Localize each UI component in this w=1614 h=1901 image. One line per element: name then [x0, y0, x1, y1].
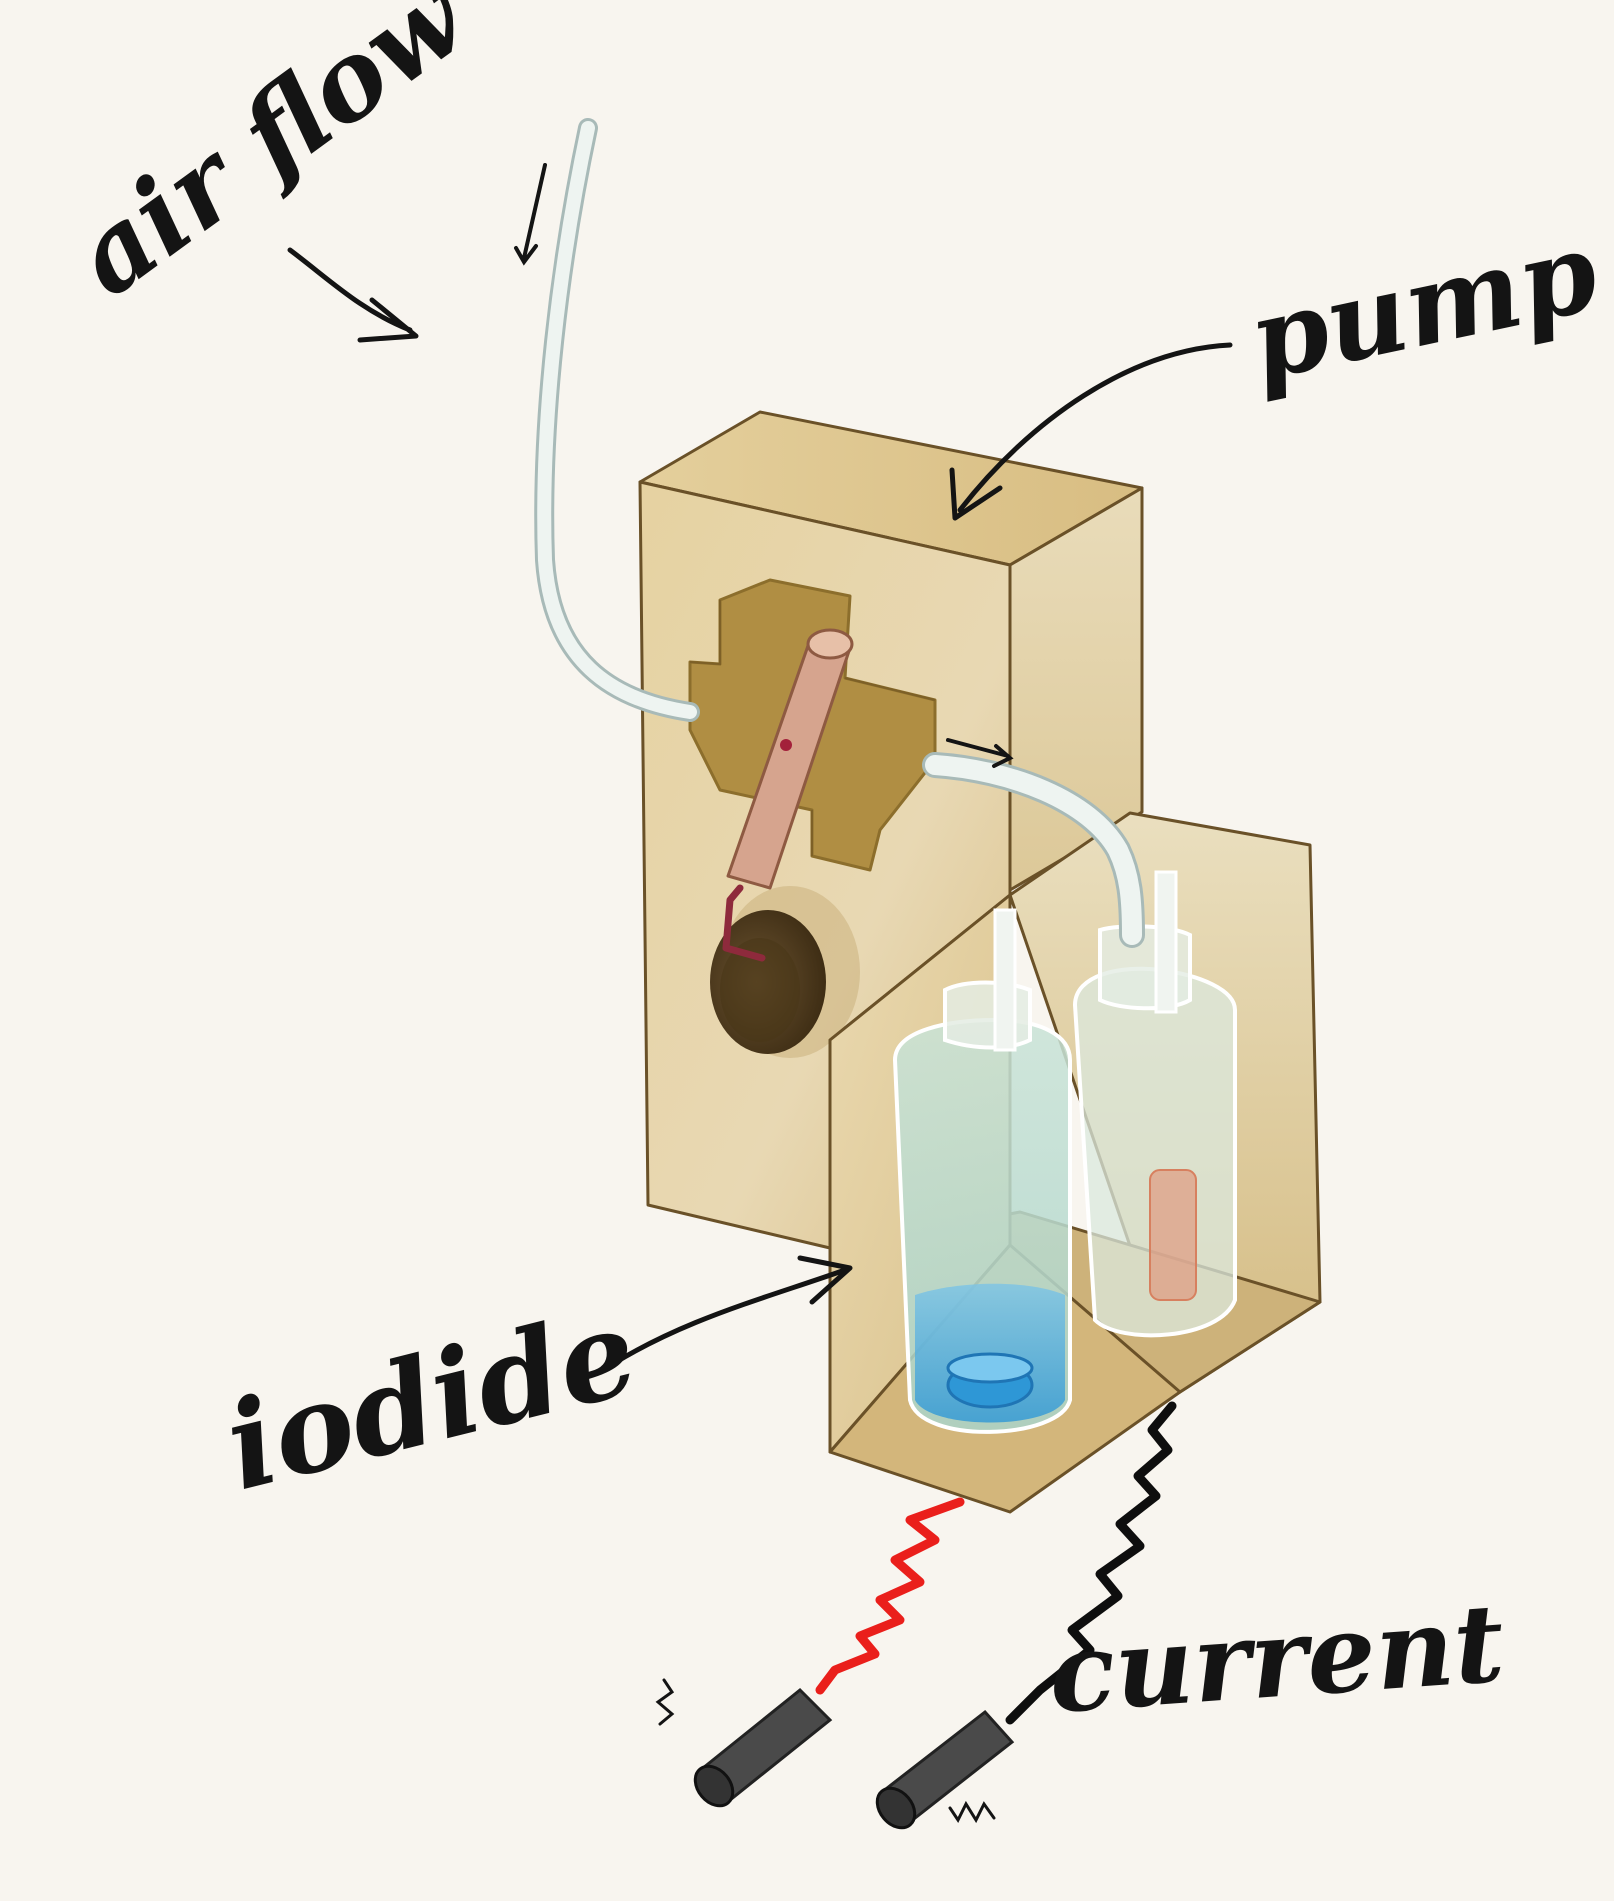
label-pump: pump: [1239, 206, 1608, 405]
electrode-right: [870, 1712, 1012, 1835]
label-iodide: iodide: [213, 1281, 650, 1518]
air-flow-arrow: [290, 250, 416, 340]
iodide-arrow: [600, 1258, 850, 1372]
spark-mark-left: [658, 1680, 672, 1724]
red-wire: [820, 1502, 960, 1690]
electrode-left: [688, 1690, 830, 1813]
label-air-flow: air flow: [51, 0, 492, 321]
red-sample: [1150, 1170, 1196, 1300]
inlet-flow-tick: [516, 165, 545, 262]
spark-mark-right: [950, 1804, 994, 1820]
pin-mark: [780, 739, 792, 751]
